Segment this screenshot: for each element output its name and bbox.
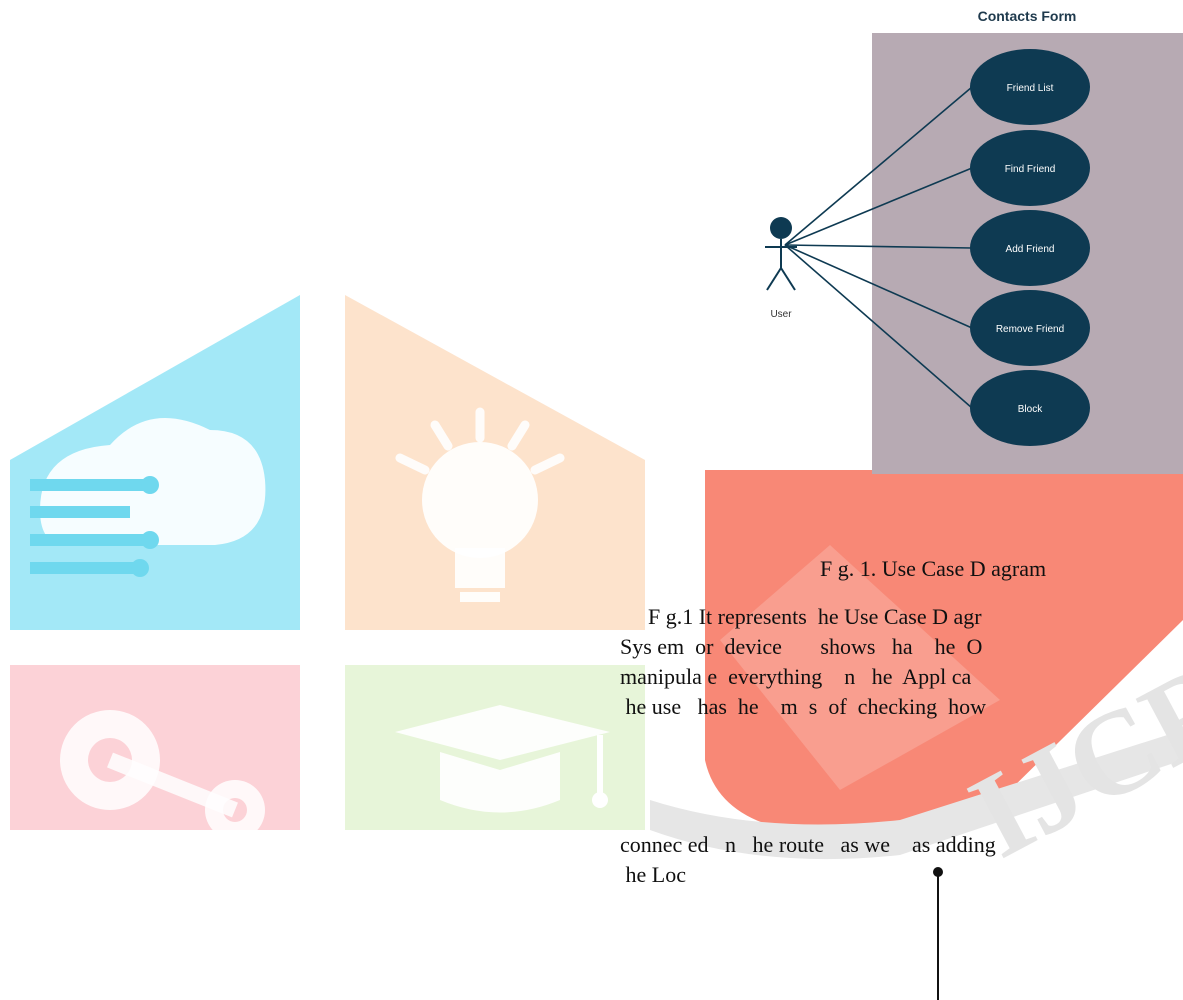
- pin-icon: [933, 867, 943, 1000]
- use-case-label: Find Friend: [1005, 164, 1056, 175]
- use-case-block: Block: [970, 370, 1090, 446]
- use-case-add-friend: Add Friend: [970, 210, 1090, 286]
- use-case-label: Block: [1018, 404, 1043, 415]
- use-case-ellipse: [970, 130, 1090, 206]
- association-line-friend-list: [784, 86, 973, 246]
- paragraph-line-6: he Loc: [620, 862, 686, 887]
- association-line-block: [784, 244, 973, 409]
- use-case-label: Add Friend: [1006, 244, 1055, 255]
- paragraph-line-2: Sys em or device shows ha he O: [620, 634, 983, 659]
- actor-head: [770, 217, 792, 239]
- use-case-ellipse: [970, 210, 1090, 286]
- use-case-friend-list: Friend List: [970, 49, 1090, 125]
- lightbulb-icon: [345, 295, 645, 630]
- gears-icon: [10, 665, 300, 840]
- association-line-remove-friend: [784, 244, 973, 329]
- use-case-ellipse: [970, 49, 1090, 125]
- actor-label: User: [770, 309, 792, 320]
- paragraph-line-5: connec ed n he route as we as adding: [620, 832, 996, 857]
- actor: User: [765, 217, 797, 320]
- use-case-ellipse: [970, 290, 1090, 366]
- use-case-label: Friend List: [1007, 83, 1054, 94]
- cloud-circuit-icon: [10, 295, 300, 630]
- paragraph-line-4: he use has he m s of checking how: [620, 694, 986, 719]
- paragraph-line-3: manipula e everything n he Appl ca: [620, 664, 972, 689]
- use-case-ellipse: [970, 370, 1090, 446]
- graduation-cap-icon: [345, 665, 645, 830]
- associations: [784, 86, 973, 409]
- paragraph-line-1: F g.1 It represents he Use Case D agr: [648, 604, 982, 629]
- association-line-find-friend: [784, 167, 973, 246]
- use-case-remove-friend: Remove Friend: [970, 290, 1090, 366]
- diagram-title: Contacts Form: [978, 8, 1077, 24]
- use-case-find-friend: Find Friend: [970, 130, 1090, 206]
- figure-caption: F g. 1. Use Case D agram: [820, 556, 1047, 581]
- association-line-add-friend: [784, 244, 973, 249]
- use-case-label: Remove Friend: [996, 324, 1064, 335]
